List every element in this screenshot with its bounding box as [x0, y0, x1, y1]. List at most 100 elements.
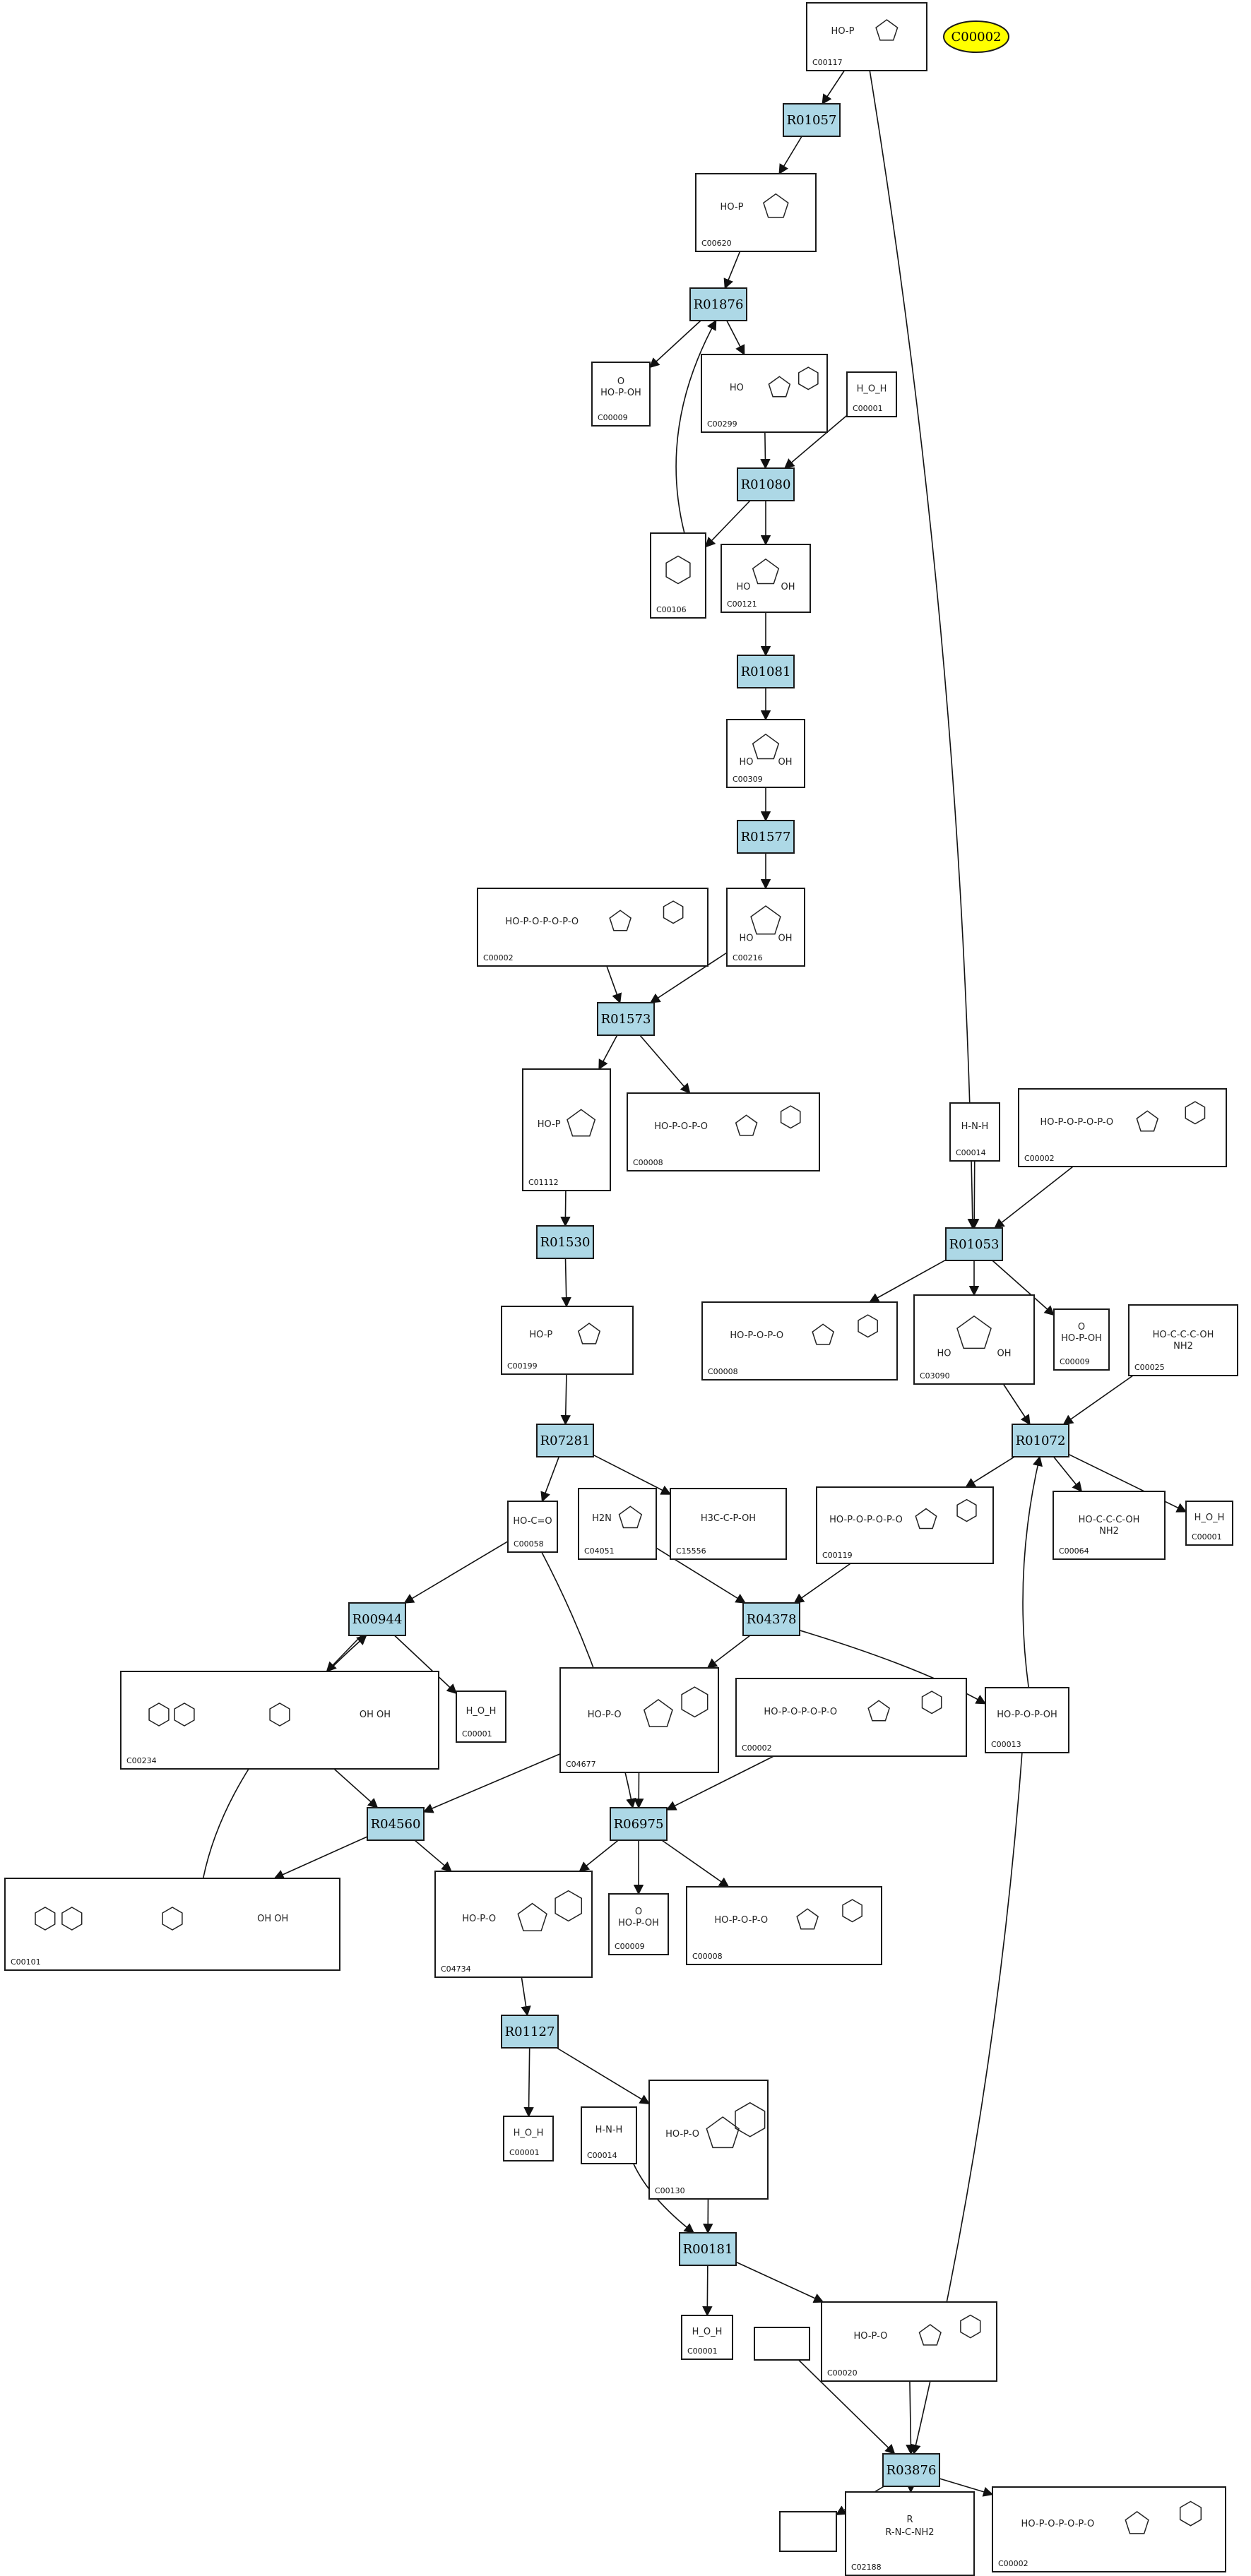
- reaction-r8[interactable]: R07281: [536, 1424, 594, 1457]
- reaction-r5[interactable]: R01577: [737, 820, 795, 854]
- compound-box[interactable]: [1185, 1501, 1233, 1546]
- compound-box[interactable]: [806, 2, 927, 71]
- compound-box[interactable]: [670, 1488, 787, 1560]
- compound-box[interactable]: [1018, 1088, 1227, 1167]
- reaction-r13[interactable]: R04560: [367, 1807, 425, 1841]
- compound-box[interactable]: [1053, 1308, 1110, 1371]
- reaction-box[interactable]: [689, 287, 747, 321]
- compound-box[interactable]: [591, 362, 651, 427]
- reaction-r10[interactable]: R01072: [1012, 1424, 1069, 1457]
- reaction-r2[interactable]: R01876: [689, 287, 747, 321]
- reaction-r4[interactable]: R01081: [737, 655, 795, 688]
- reaction-box[interactable]: [501, 2015, 559, 2049]
- reaction-r9[interactable]: R01053: [945, 1227, 1003, 1261]
- compound-box[interactable]: [701, 354, 828, 433]
- reaction-box[interactable]: [737, 467, 795, 501]
- compound-box[interactable]: [821, 2301, 997, 2382]
- reaction-box[interactable]: [536, 1225, 594, 1259]
- reaction-box[interactable]: [737, 820, 795, 854]
- reaction-box[interactable]: [597, 1002, 655, 1036]
- compound-box[interactable]: [456, 1690, 506, 1743]
- reaction-box[interactable]: [367, 1807, 425, 1841]
- compound-box[interactable]: [735, 1678, 967, 1757]
- reaction-r1[interactable]: R01057: [783, 103, 841, 137]
- reaction-r12[interactable]: R04378: [742, 1602, 800, 1636]
- reaction-box[interactable]: [610, 1807, 668, 1841]
- reaction-r14[interactable]: R06975: [610, 1807, 668, 1841]
- reaction-box[interactable]: [536, 1424, 594, 1457]
- compound-box[interactable]: [507, 1501, 558, 1553]
- reaction-box[interactable]: [945, 1227, 1003, 1261]
- compound-box[interactable]: [627, 1092, 820, 1171]
- compound-box[interactable]: [650, 532, 706, 619]
- compound-box[interactable]: [477, 888, 708, 967]
- compound-box[interactable]: [695, 173, 817, 252]
- compound-box[interactable]: [754, 2327, 810, 2361]
- reaction-r15[interactable]: R01127: [501, 2015, 559, 2049]
- reaction-box[interactable]: [737, 655, 795, 688]
- reaction-r6[interactable]: R01573: [597, 1002, 655, 1036]
- legend[interactable]: C00002: [943, 20, 1009, 53]
- compound-box[interactable]: [816, 1486, 994, 1564]
- compound-box[interactable]: [522, 1068, 611, 1191]
- compound-box[interactable]: [686, 1886, 882, 1965]
- compound-box[interactable]: [578, 1488, 657, 1560]
- compound-c6[interactable]: C00106: [650, 532, 706, 619]
- compound-box[interactable]: [992, 2486, 1226, 2572]
- legend-ellipse[interactable]: [943, 20, 1009, 53]
- compound-box[interactable]: [985, 1687, 1069, 1753]
- compound-box[interactable]: [726, 719, 805, 788]
- reaction-box[interactable]: [1012, 1424, 1069, 1457]
- reaction-box[interactable]: [783, 103, 841, 137]
- compound-c40[interactable]: [754, 2327, 810, 2361]
- reaction-box[interactable]: [882, 2453, 940, 2487]
- compound-box[interactable]: [726, 888, 805, 967]
- compound-box[interactable]: [4, 1878, 340, 1971]
- compound-box[interactable]: [559, 1667, 719, 1773]
- compound-box[interactable]: [779, 2511, 837, 2552]
- reaction-box[interactable]: [742, 1602, 800, 1636]
- compound-box[interactable]: [681, 2315, 733, 2360]
- compound-c41[interactable]: [779, 2511, 837, 2552]
- reaction-r7[interactable]: R01530: [536, 1225, 594, 1259]
- reaction-r11[interactable]: R00944: [348, 1602, 406, 1636]
- compound-box[interactable]: [434, 1871, 593, 1978]
- compound-box[interactable]: [846, 371, 897, 417]
- compound-box[interactable]: [721, 544, 811, 613]
- reaction-box[interactable]: [679, 2232, 737, 2266]
- compound-box[interactable]: [845, 2491, 975, 2576]
- compound-box[interactable]: [913, 1294, 1035, 1385]
